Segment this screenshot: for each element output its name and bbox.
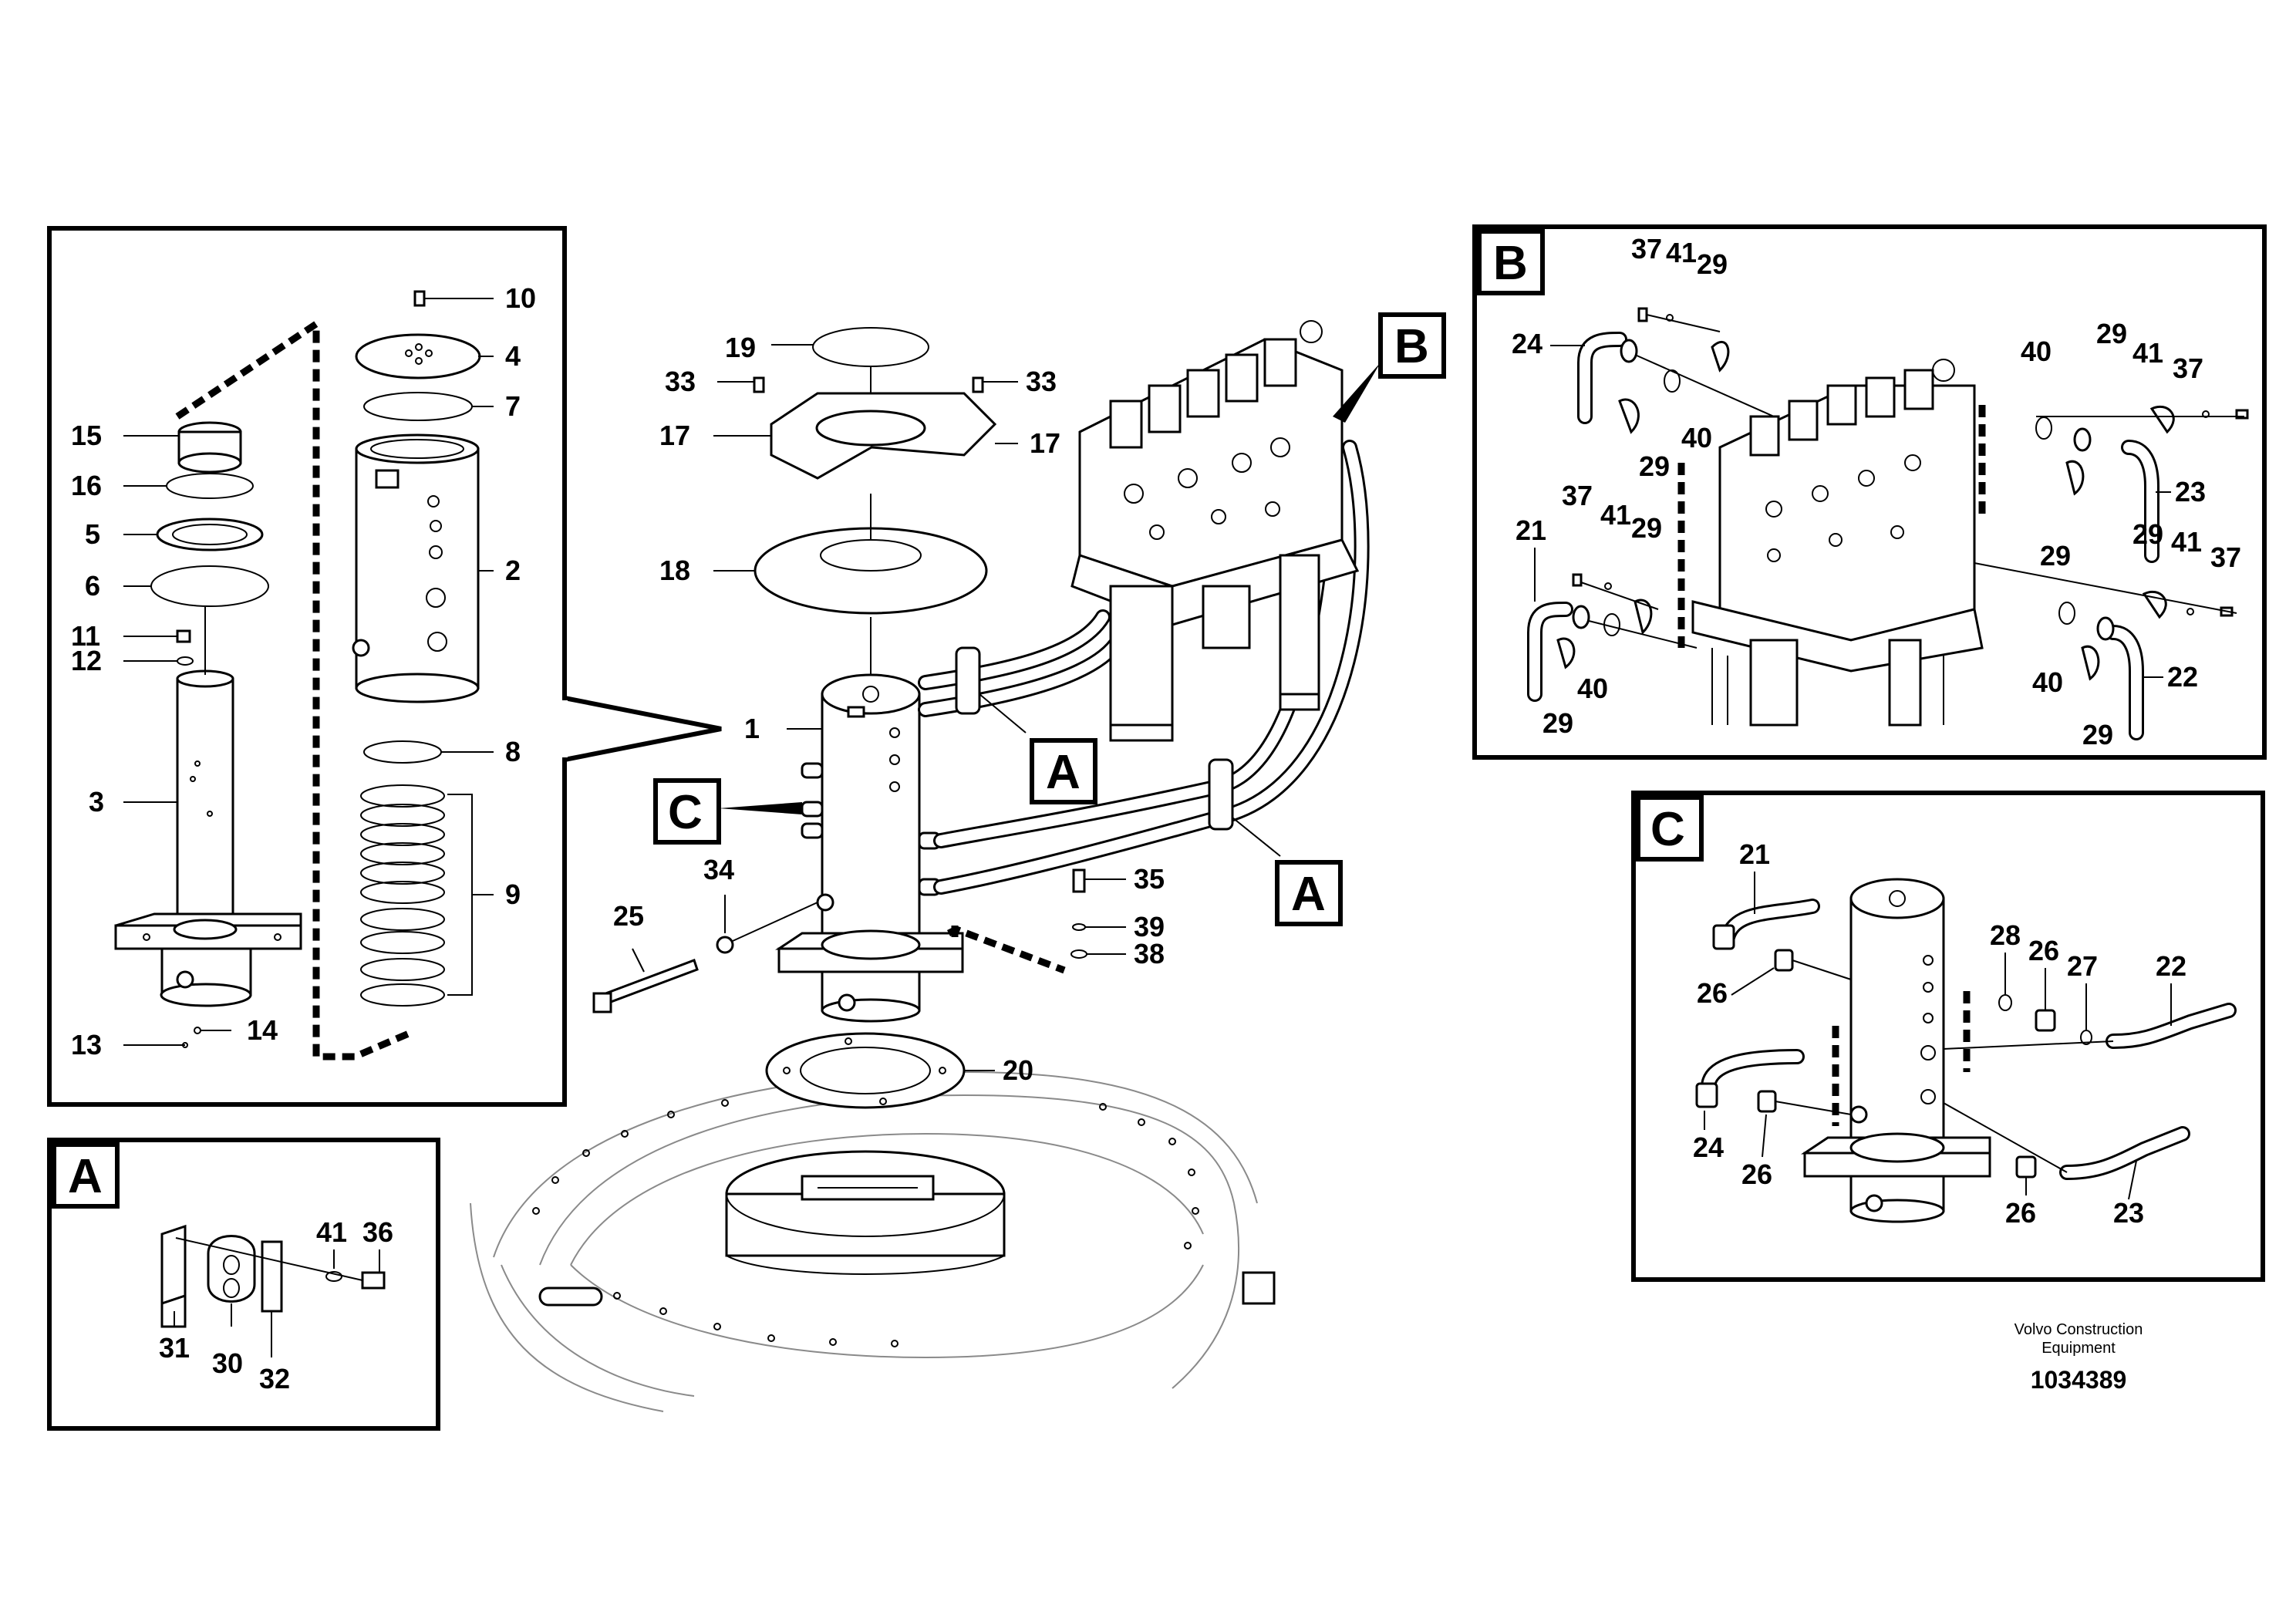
callout-15: 15: [71, 420, 102, 451]
callout-29-b6: 29: [1542, 707, 1573, 739]
callout-32: 32: [259, 1363, 290, 1394]
callout-26-c4: 26: [2005, 1197, 2036, 1229]
callout-30: 30: [212, 1347, 243, 1379]
callout-19: 19: [725, 332, 756, 363]
callout-11: 11: [71, 620, 100, 652]
callout-40-b1: 40: [1681, 422, 1712, 454]
callout-34: 34: [703, 854, 734, 885]
callout-41-b4: 41: [2171, 526, 2202, 558]
callout-28: 28: [1990, 919, 2021, 951]
callout-39: 39: [1134, 911, 1165, 943]
svg-text:A: A: [1046, 746, 1081, 799]
callout-29-b2: 29: [1639, 450, 1670, 482]
callout-5: 5: [85, 518, 100, 550]
callout-40-b2: 40: [2021, 336, 2052, 367]
view-tag-a-upper: A: [1030, 738, 1097, 804]
detail-b-panel: B: [1472, 224, 2267, 760]
callout-23-c: 23: [2113, 1197, 2144, 1229]
callout-13: 13: [71, 1029, 102, 1061]
callout-35: 35: [1134, 863, 1165, 895]
callout-26-c3: 26: [2028, 935, 2059, 966]
footer-block: Volvo Construction Equipment 1034389: [2014, 1321, 2143, 1394]
callout-9: 9: [505, 878, 521, 910]
callout-29-b3: 29: [2096, 318, 2127, 349]
callout-17-left: 17: [659, 420, 690, 451]
callout-21-b: 21: [1515, 514, 1546, 546]
callout-33-right: 33: [1026, 366, 1057, 397]
svg-text:C: C: [668, 786, 703, 839]
callout-41-b3: 41: [1600, 499, 1631, 531]
document-number: 1034389: [2031, 1366, 2127, 1394]
callout-16: 16: [71, 470, 102, 501]
callout-25: 25: [613, 900, 644, 932]
view-tag-b-main: B: [1333, 312, 1446, 423]
callout-29-b8: 29: [2082, 719, 2113, 750]
callout-23-b: 23: [2175, 476, 2206, 508]
ring-bolt-holes: [532, 1099, 1199, 1347]
detail-c-tag: C: [1650, 803, 1685, 856]
callout-18: 18: [659, 555, 690, 586]
seal-stack: [360, 784, 445, 1007]
view-tag-a-lower: A: [1275, 860, 1343, 926]
detail-b-tag: B: [1493, 237, 1528, 290]
callout-1: 1: [744, 713, 760, 744]
detail-a-panel: A 31 30 32 41 36: [47, 1138, 440, 1431]
callout-29-b1: 29: [1697, 248, 1728, 280]
callout-29-b7: 29: [2132, 518, 2163, 550]
manufacturer-line-1: Volvo Construction: [2014, 1321, 2143, 1338]
callout-37-b4: 37: [2210, 541, 2241, 573]
svg-text:B: B: [1394, 320, 1429, 373]
callout-22-c: 22: [2156, 950, 2186, 982]
callout-6: 6: [85, 570, 100, 602]
callout-26-c2: 26: [1741, 1158, 1772, 1190]
manufacturer-line-2: Equipment: [2041, 1340, 2116, 1357]
callout-8: 8: [505, 736, 521, 767]
callout-12: 12: [71, 645, 102, 676]
callout-2: 2: [505, 555, 521, 586]
callout-3: 3: [89, 786, 104, 818]
callout-37-b2: 37: [2173, 352, 2203, 384]
callout-24-b: 24: [1512, 328, 1542, 359]
callout-33-left: 33: [665, 366, 696, 397]
callout-24-c: 24: [1693, 1131, 1724, 1163]
callout-26-c1: 26: [1697, 977, 1728, 1009]
callout-38: 38: [1134, 938, 1165, 969]
callout-40-b4: 40: [2032, 666, 2063, 698]
main-assembly-view: 19 33 33 17 17 18 1 20 25 34 35 39 38 A …: [470, 312, 1446, 1412]
callout-21-c: 21: [1739, 838, 1770, 870]
callout-29-b5: 29: [1631, 512, 1662, 544]
callout-27: 27: [2067, 950, 2098, 982]
callout-36: 36: [362, 1216, 393, 1248]
detail-a-tag: A: [68, 1150, 103, 1203]
callout-17-right: 17: [1030, 427, 1060, 459]
callout-14: 14: [247, 1014, 278, 1046]
callout-20: 20: [1003, 1054, 1033, 1086]
callout-10: 10: [505, 282, 536, 314]
callout-41-b1: 41: [1666, 237, 1697, 268]
callout-4: 4: [505, 340, 521, 372]
callout-37-b3: 37: [1562, 480, 1593, 511]
callout-7: 7: [505, 390, 521, 422]
callout-41-a: 41: [316, 1216, 347, 1248]
control-valve-block: [1070, 320, 1360, 742]
callout-29-b4: 29: [2040, 540, 2071, 572]
callout-40-b3: 40: [1577, 673, 1608, 704]
svg-text:A: A: [1291, 868, 1326, 921]
callout-37-b1: 37: [1631, 233, 1662, 265]
callout-22-b: 22: [2167, 661, 2198, 693]
callout-31: 31: [159, 1332, 190, 1364]
callout-41-b2: 41: [2132, 337, 2163, 369]
exploded-view-panel: 10 4 7 2 8 9 15 16 5 6 11 12 3 13 14: [47, 226, 722, 1107]
view-tag-c-main: C: [653, 778, 802, 845]
detail-c-panel: C: [1631, 791, 2265, 1282]
